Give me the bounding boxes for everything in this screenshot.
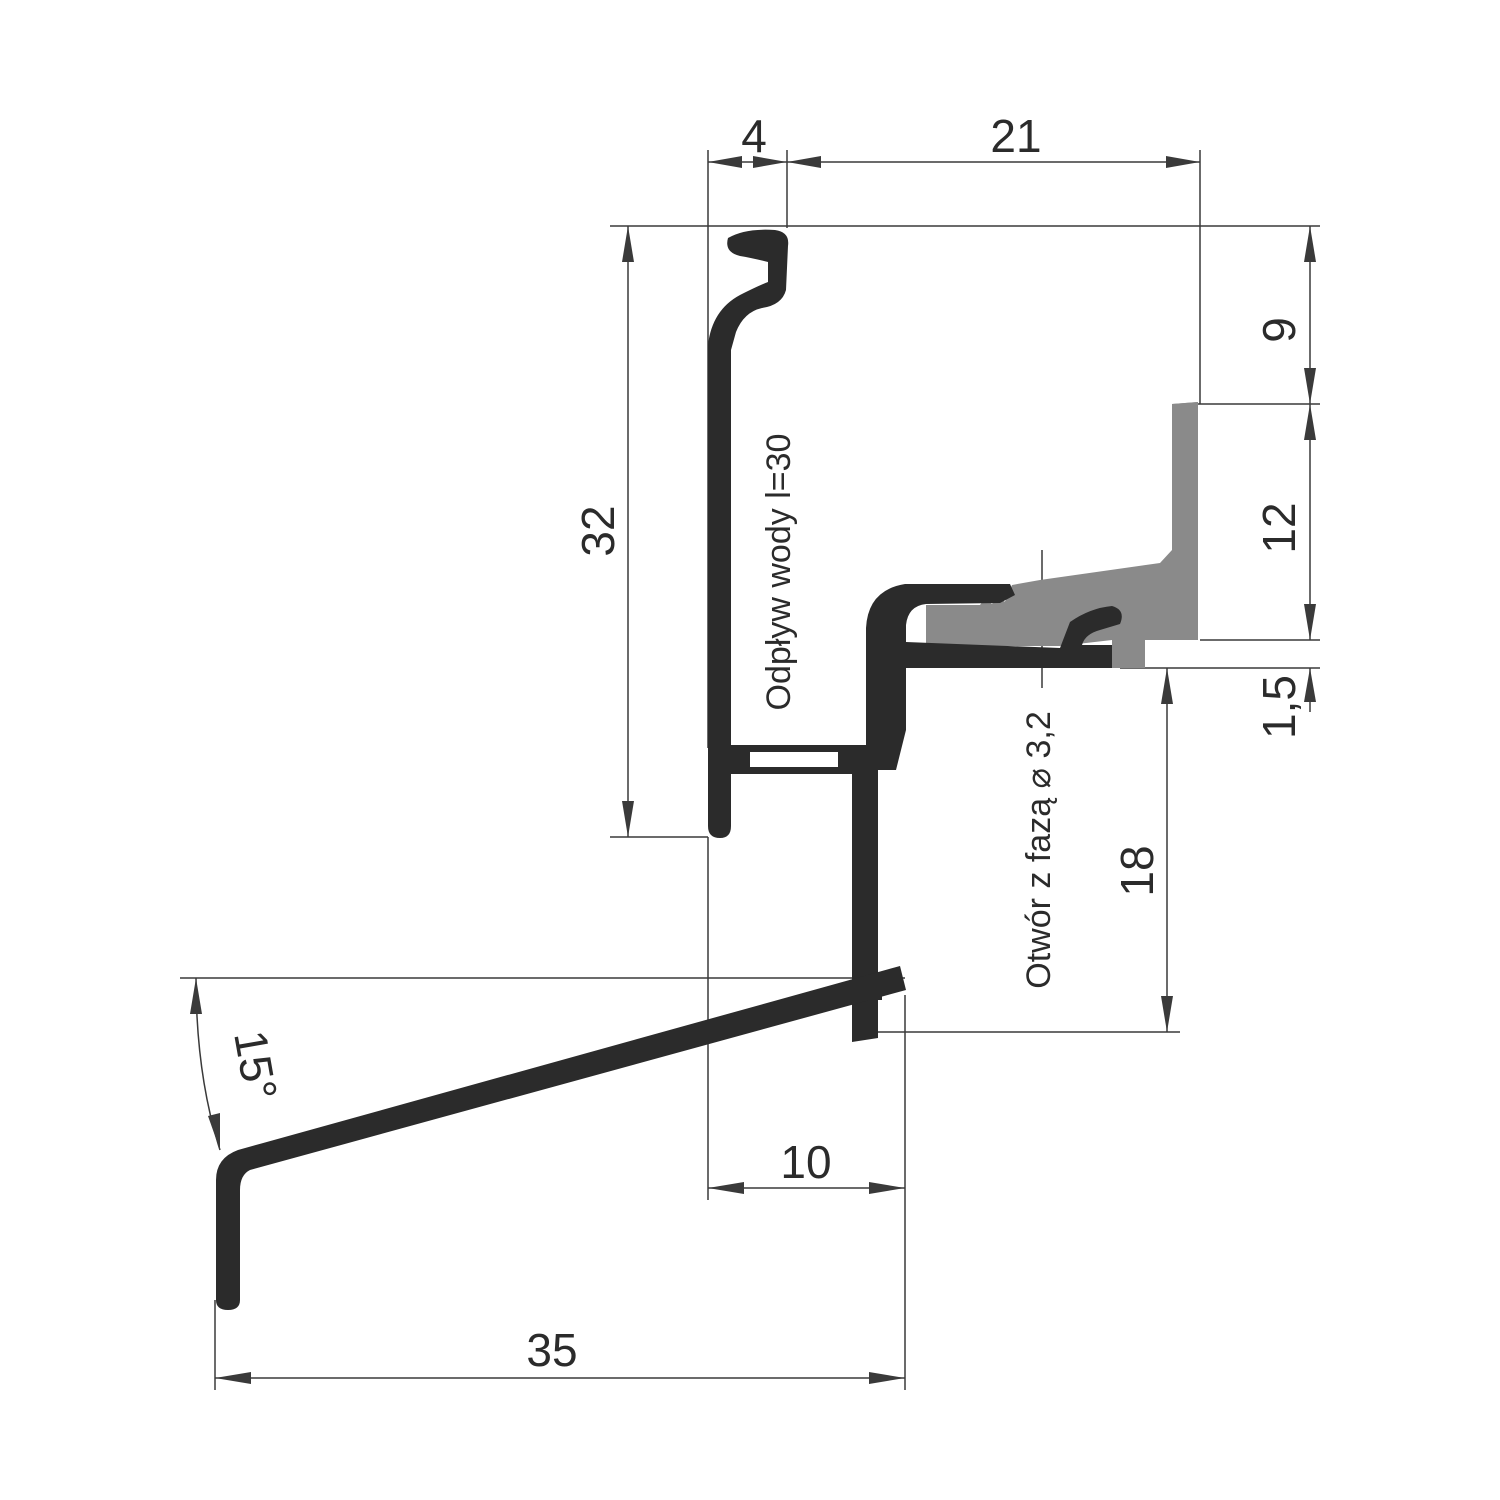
left-leg xyxy=(708,770,731,838)
dim-12: 12 xyxy=(1253,502,1305,553)
rail-right-cap xyxy=(838,745,868,774)
rail-bottom xyxy=(708,767,868,774)
dimension-lines xyxy=(190,156,1316,1384)
central-body xyxy=(852,584,1122,1042)
dim-32: 32 xyxy=(572,505,624,556)
gasket xyxy=(926,402,1198,668)
dim-35: 35 xyxy=(526,1324,577,1376)
dim-4: 4 xyxy=(741,110,767,162)
dim-18: 18 xyxy=(1111,845,1163,896)
drainage-note: Odpływ wody l=30 xyxy=(760,434,798,711)
sloped-sill xyxy=(216,966,906,1310)
dim-9: 9 xyxy=(1253,317,1305,343)
clip xyxy=(852,980,882,1000)
profile xyxy=(216,229,1122,1310)
rail-left-cap xyxy=(708,745,750,774)
rail-top xyxy=(708,745,868,752)
notes: Odpływ wody l=30 Otwór z fazą ⌀ 3,2 xyxy=(760,434,1058,989)
dim-angle-15: 15° xyxy=(224,1026,287,1104)
dim-1-5: 1,5 xyxy=(1253,675,1305,739)
dimension-texts: 4 21 32 9 12 1,5 18 15° 10 35 xyxy=(224,110,1305,1376)
dim-10: 10 xyxy=(780,1136,831,1188)
hole-note: Otwór z fazą ⌀ 3,2 xyxy=(1020,711,1058,988)
dim-21: 21 xyxy=(990,110,1041,162)
top-hook xyxy=(708,229,789,745)
